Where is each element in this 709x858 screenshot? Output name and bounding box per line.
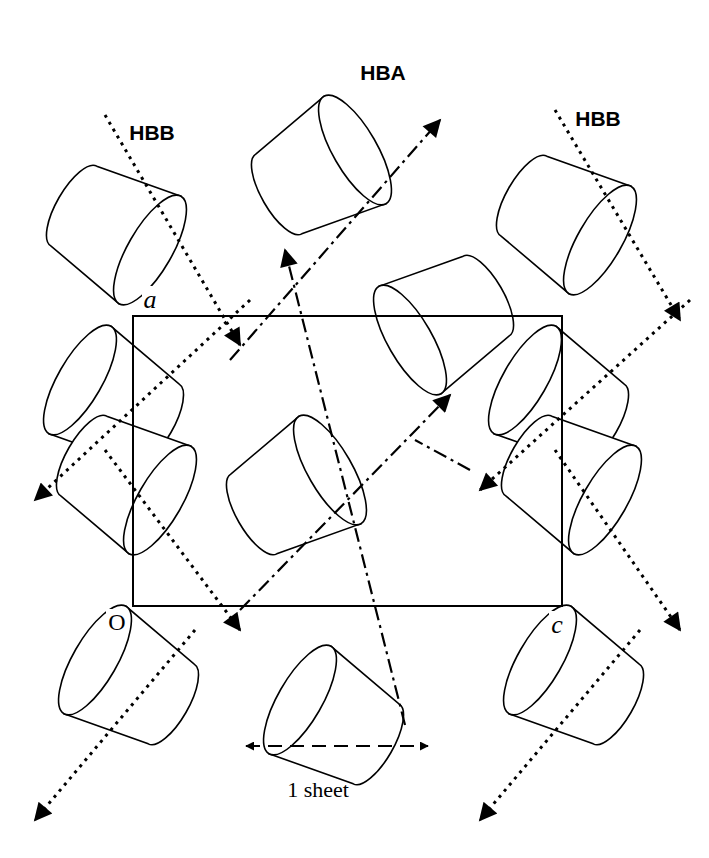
- cone: [233, 85, 405, 256]
- sheet-label: HBB: [129, 122, 175, 143]
- sheet-label: HBA: [360, 62, 406, 83]
- cone: [28, 144, 200, 315]
- cone: [45, 595, 217, 766]
- cone: [478, 134, 650, 305]
- dimension-label: 1 sheet: [287, 779, 349, 801]
- sheet-label: HBB: [575, 108, 621, 129]
- axis-label: c: [549, 611, 565, 639]
- origin-label: O: [106, 609, 127, 635]
- cone: [250, 635, 422, 806]
- unit-cell: [133, 316, 562, 606]
- cone: [208, 405, 380, 576]
- cone: [483, 394, 655, 565]
- sheet-arrow: [246, 745, 428, 747]
- axis-label: a: [142, 286, 159, 314]
- dotted-axis: [35, 110, 690, 820]
- cone: [490, 595, 662, 766]
- cone: [38, 394, 210, 565]
- dashdot-axis: [230, 120, 470, 725]
